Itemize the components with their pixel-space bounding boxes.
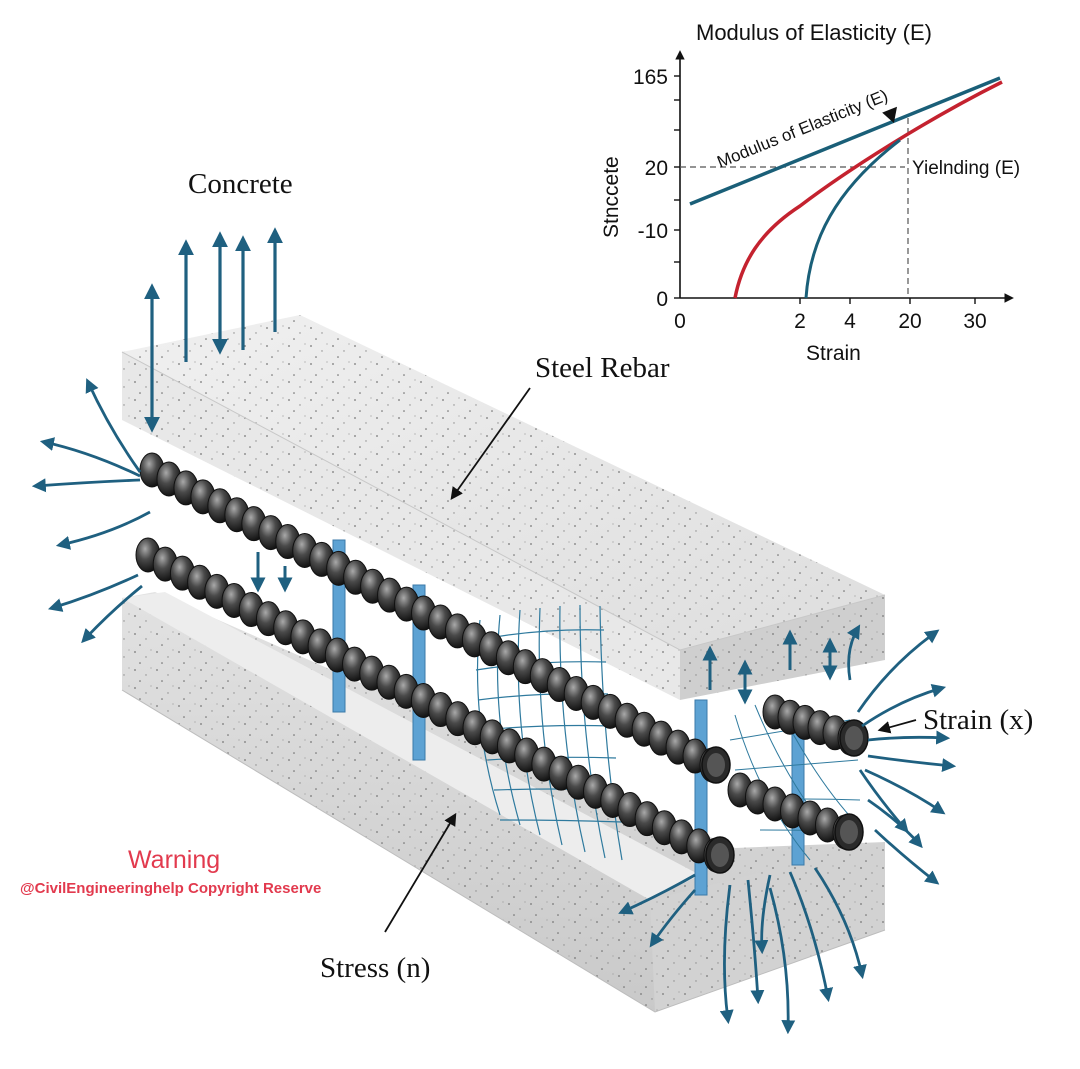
stress-callout — [384, 812, 457, 933]
modulus-line — [689, 76, 1001, 206]
strain-callout — [877, 719, 917, 734]
axis-ticks — [674, 75, 976, 304]
steel-rebars — [135, 452, 869, 874]
y-tick-labels: 165 20 -10 0 — [633, 66, 668, 311]
callout-arrows — [384, 387, 917, 933]
left-radiating-arrows — [31, 378, 151, 644]
y-tick-label: 20 — [645, 157, 668, 180]
x-axis-label: Strain — [806, 342, 861, 365]
steel-rebar-callout — [450, 387, 531, 501]
stirrup — [694, 699, 708, 896]
chart-title: Modulus of Elasticity (E) — [696, 20, 932, 45]
inner-arrows — [250, 552, 838, 705]
rebar — [762, 694, 869, 757]
stress-label: Stress (n) — [320, 952, 431, 984]
strain-label: Strain (x) — [923, 704, 1034, 736]
bottom-radiating-arrows — [618, 867, 867, 1035]
concrete-curve — [733, 80, 1003, 299]
x-tick-label: 20 — [898, 310, 921, 333]
x-tick-label: 4 — [844, 310, 856, 333]
concrete-label: Concrete — [188, 168, 293, 200]
modulus-arrowhead — [882, 106, 898, 124]
y-tick-label: -10 — [638, 220, 668, 243]
yield-label: Yielnding (E) — [912, 158, 1020, 179]
y-axis-label: Stnccete — [600, 156, 623, 238]
upper-concrete-block — [121, 315, 886, 700]
y-tick-label: 0 — [656, 288, 668, 311]
tension-arrows-top — [144, 227, 283, 433]
rebar — [135, 537, 735, 874]
watermark-title: Warning — [128, 846, 221, 874]
right-radiating-arrows — [846, 624, 957, 885]
x-tick-label: 30 — [963, 310, 986, 333]
y-tick-label: 165 — [633, 66, 668, 89]
stress-strain-chart: Modulus of Elasticity (E) Yielnding (E) … — [600, 50, 1020, 365]
watermark-credit: @CivilEngineeringhelp Copyright Reserve — [20, 880, 322, 897]
steel-rebar-label: Steel Rebar — [535, 352, 670, 384]
rebar — [727, 772, 864, 851]
steel-curve — [804, 138, 901, 299]
rebar — [139, 452, 731, 784]
x-tick-label: 0 — [674, 310, 686, 333]
x-tick-label: 2 — [794, 310, 806, 333]
x-tick-labels: 0 2 4 20 30 — [674, 310, 987, 333]
